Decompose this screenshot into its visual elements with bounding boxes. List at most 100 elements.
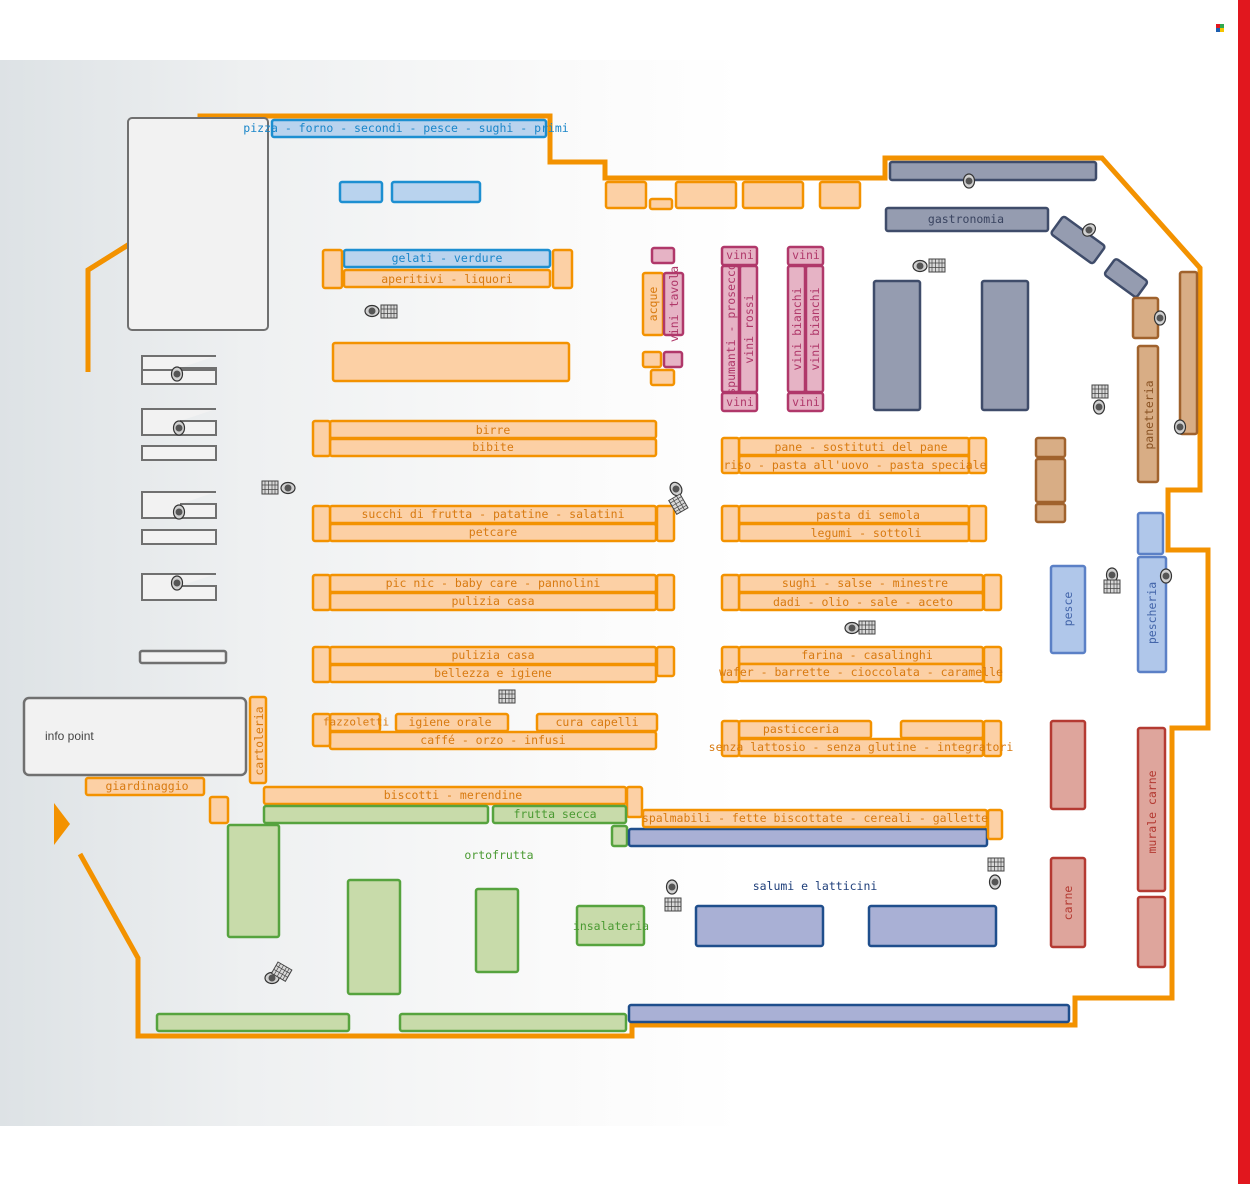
- label-panetteria: panetteria: [1142, 380, 1156, 449]
- shelf-picnic-end-left: [311, 573, 332, 612]
- shelf-pasticceria-end-left: [720, 719, 741, 758]
- shelf-caffe-end: [311, 712, 332, 748]
- shelf-pasta-end-right: [967, 504, 988, 543]
- label-carne: carne: [1061, 886, 1075, 921]
- label-pasticceria: pasticceria: [763, 722, 839, 736]
- panetteria-wall: [1178, 270, 1199, 436]
- wine-end-bottom-2: [786, 391, 825, 413]
- produce-wall-2: [398, 1012, 628, 1033]
- shelf-frutta-secca: [491, 804, 628, 825]
- staff-person-icon: [172, 420, 186, 436]
- label-pizza: pizza - forno - secondi - pesce - sughi …: [243, 121, 568, 135]
- shopping-cart-icon: [380, 304, 398, 319]
- wall-shelf-5: [818, 180, 862, 210]
- produce-table-3: [474, 887, 520, 974]
- label-aperitivi: aperitivi - liquori: [381, 272, 513, 286]
- counter-pescheria: [1136, 555, 1168, 674]
- label-igiene-orale: igiene orale: [408, 715, 491, 729]
- shopping-cart-icon: [498, 689, 516, 704]
- staff-person-icon: [170, 366, 184, 382]
- shelf-cartoleria: [248, 695, 268, 785]
- produce-table-2: [346, 878, 402, 996]
- label-bibite: bibite: [472, 440, 514, 454]
- label-ortofrutta: ortofrutta: [464, 848, 533, 862]
- label-pulizia-casa-2: pulizia casa: [451, 648, 534, 662]
- shelf-panetteria: [1136, 344, 1160, 484]
- checkout-counter-icon: [141, 529, 217, 545]
- shelf-frutta-secca-end: [610, 824, 629, 848]
- shelf-birre-end: [311, 419, 332, 458]
- staff-person-icon: [170, 575, 184, 591]
- counter-gastronomia-island-2: [980, 279, 1030, 412]
- staff-person-icon: [1159, 568, 1173, 584]
- shelf-pizza: [270, 118, 548, 139]
- shelf-small-end: [208, 795, 230, 825]
- label-riso: riso - pasta all'uovo - pasta speciale: [723, 458, 986, 472]
- shelf-spalmabili-end: [986, 808, 1004, 841]
- shelf-gelati: [342, 248, 552, 269]
- label-spumanti: spumanti - prosecco: [724, 263, 738, 395]
- entrance-arrow-icon: [54, 803, 70, 845]
- shelf-picnic-end-right: [655, 573, 676, 612]
- counter-murale-carne-lower: [1136, 895, 1167, 969]
- label-farina: farina - casalinghi: [801, 648, 933, 662]
- staff-person-icon: [844, 621, 860, 635]
- shopping-cart-icon: [1103, 579, 1121, 594]
- label-bellezza: bellezza e igiene: [434, 666, 552, 680]
- wall-shelf-3: [674, 180, 738, 210]
- fridge-salumi-1: [694, 904, 825, 948]
- freezer-2: [390, 180, 482, 204]
- shelf-pane-end-left: [720, 436, 741, 475]
- label-petcare: petcare: [469, 525, 518, 539]
- label-giardinaggio: giardinaggio: [105, 779, 188, 793]
- counter-murale-carne: [1136, 726, 1167, 893]
- shelf-aperitivi-end-left: [321, 248, 344, 290]
- label-birre: birre: [476, 423, 511, 437]
- label-vini-bottom-1: vini: [726, 395, 754, 409]
- shelf-pulizia-end-right: [655, 645, 676, 678]
- info-point-desk: [22, 696, 248, 777]
- shelf-farina-end-left: [720, 645, 741, 684]
- wall-shelf-1: [604, 180, 648, 210]
- shelf-small-a: [641, 350, 663, 369]
- counter-gastronomia-wall: [888, 160, 1098, 182]
- shelf-pasta-end-left: [720, 504, 741, 543]
- label-acque: acque: [646, 287, 660, 322]
- fridge-carne-1: [1049, 719, 1087, 811]
- shelf-pulizia-end-left: [311, 645, 332, 684]
- label-gelati: gelati - verdure: [392, 251, 503, 265]
- staff-person-icon: [1173, 419, 1187, 435]
- label-picnic: pic nic - baby care - pannolini: [386, 576, 601, 590]
- produce-wall-1: [155, 1012, 351, 1033]
- brand-marker-icon: [1216, 24, 1224, 32]
- label-vini-top-1: vini: [726, 248, 754, 262]
- label-vini-top-2: vini: [792, 248, 820, 262]
- label-cura-capelli: cura capelli: [555, 715, 638, 729]
- freezer-1: [338, 180, 384, 204]
- shelf-succhi-end-left: [311, 504, 332, 543]
- label-wafer: wafer - barrette - cioccolata - caramell…: [719, 665, 1003, 679]
- label-salumi: salumi e latticini: [753, 879, 878, 893]
- panetteria-stand-3: [1034, 502, 1067, 524]
- label-vini-bottom-2: vini: [792, 395, 820, 409]
- label-frutta-secca: frutta secca: [513, 807, 596, 821]
- label-pescheria: pescheria: [1145, 582, 1159, 644]
- shelf-aperitivi-end-right: [551, 248, 574, 290]
- shopping-cart-icon: [1091, 384, 1109, 399]
- label-pane: pane - sostituti del pane: [774, 440, 947, 454]
- staff-person-icon: [962, 173, 976, 189]
- label-spalmabili: spalmabili - fette biscottate - cereali …: [642, 811, 988, 825]
- wine-end-bottom-1: [720, 391, 759, 413]
- staff-person-icon: [364, 304, 380, 318]
- shelf-aperitivi: [342, 268, 552, 289]
- produce-insalateria: [575, 904, 646, 947]
- shelf-frutta-secca-left: [262, 804, 490, 825]
- label-fazzoletti: fazzoletti: [323, 716, 389, 729]
- label-dadi: dadi - olio - sale - aceto: [773, 595, 953, 609]
- counter-gastronomia-angled-2: [1103, 258, 1149, 298]
- label-insalateria: insalateria: [573, 919, 649, 933]
- shelf-vini-tavola: [662, 271, 685, 337]
- shelf-sughi-end-left: [720, 573, 741, 612]
- staff-person-icon: [665, 879, 679, 895]
